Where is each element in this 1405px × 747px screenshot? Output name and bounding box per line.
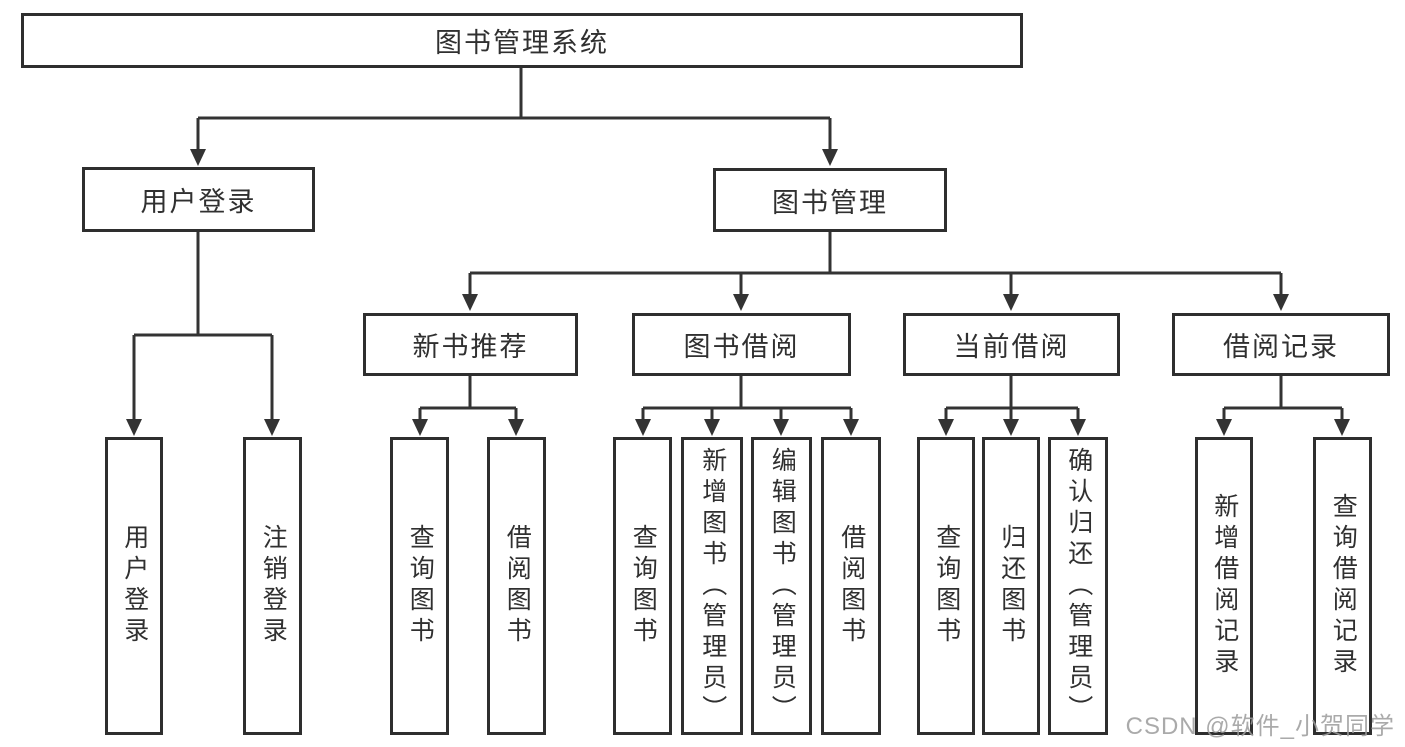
module-box-borrow-record: 借阅记录 bbox=[1172, 313, 1390, 376]
leaf-box-add-borrow-record: 新增借阅记录 bbox=[1195, 437, 1253, 735]
leaf-box-query-books: 查询图书 bbox=[613, 437, 672, 735]
leaf-label: 用户登录 bbox=[120, 524, 149, 648]
leaf-label: 编辑图书（管理员） bbox=[768, 446, 797, 726]
module-label: 借阅记录 bbox=[1223, 332, 1339, 362]
leaf-box-edit-books-admin: 编辑图书（管理员） bbox=[751, 437, 812, 735]
leaf-box-add-books-admin: 新增图书（管理员） bbox=[681, 437, 743, 735]
leaf-label: 借阅图书 bbox=[503, 524, 532, 648]
leaf-box-query-borrow-record: 查询借阅记录 bbox=[1313, 437, 1372, 735]
leaf-label: 查询图书 bbox=[932, 524, 961, 648]
root-box-library-system: 图书管理系统 bbox=[21, 13, 1023, 68]
module-label: 新书推荐 bbox=[412, 332, 529, 362]
root-label: 图书管理系统 bbox=[435, 28, 609, 58]
module-box-current-borrow: 当前借阅 bbox=[903, 313, 1120, 376]
leaf-box-user-login: 用户登录 bbox=[105, 437, 163, 735]
leaf-label: 新增借阅记录 bbox=[1210, 493, 1239, 679]
leaf-label: 确认归还（管理员） bbox=[1064, 446, 1093, 726]
leaf-box-borrow-books: 借阅图书 bbox=[487, 437, 546, 735]
leaf-box-confirm-return-admin: 确认归还（管理员） bbox=[1048, 437, 1108, 735]
leaf-label: 新增图书（管理员） bbox=[698, 446, 727, 726]
module-box-book-borrow: 图书借阅 bbox=[632, 313, 851, 376]
leaf-box-query-books: 查询图书 bbox=[390, 437, 449, 735]
leaf-label: 注销登录 bbox=[259, 524, 288, 648]
leaf-label: 查询图书 bbox=[406, 524, 435, 648]
connector-paths bbox=[132, 66, 1344, 421]
csdn-watermark: CSDN @软件_小贺同学 bbox=[1125, 713, 1395, 740]
leaf-label: 借阅图书 bbox=[837, 524, 866, 648]
branch-label: 用户登录 bbox=[140, 187, 257, 217]
module-box-new-book-recommend: 新书推荐 bbox=[363, 313, 578, 376]
branch-label: 图书管理 bbox=[772, 187, 888, 218]
branch-box-book-management: 图书管理 bbox=[713, 168, 947, 232]
leaf-label: 查询借阅记录 bbox=[1329, 493, 1358, 679]
leaf-label: 查询图书 bbox=[629, 524, 658, 648]
leaf-box-borrow-books: 借阅图书 bbox=[821, 437, 881, 735]
module-label: 图书借阅 bbox=[683, 332, 800, 362]
arrowheads bbox=[126, 149, 1350, 436]
leaf-box-query-books: 查询图书 bbox=[917, 437, 975, 735]
leaf-box-logout: 注销登录 bbox=[243, 437, 302, 735]
leaf-label: 归还图书 bbox=[997, 524, 1026, 648]
branch-box-user-login: 用户登录 bbox=[82, 167, 315, 232]
leaf-box-return-books: 归还图书 bbox=[982, 437, 1040, 735]
module-label: 当前借阅 bbox=[953, 332, 1070, 362]
